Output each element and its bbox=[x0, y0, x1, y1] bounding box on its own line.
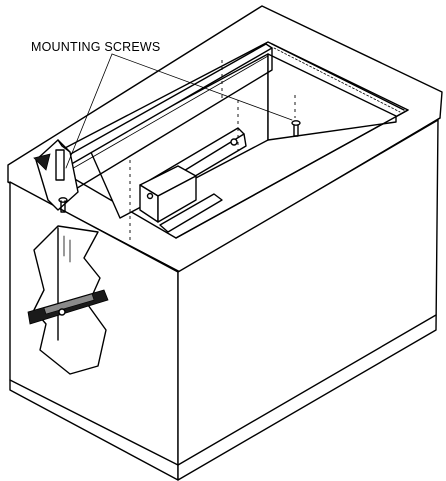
leader-lines bbox=[65, 53, 293, 169]
right-mounting-screw bbox=[291, 120, 301, 137]
mounting-screws-label: MOUNTING SCREWS bbox=[31, 40, 160, 54]
left-bracket bbox=[33, 139, 79, 213]
interior-components bbox=[129, 60, 296, 240]
front-cutaway bbox=[27, 225, 109, 375]
